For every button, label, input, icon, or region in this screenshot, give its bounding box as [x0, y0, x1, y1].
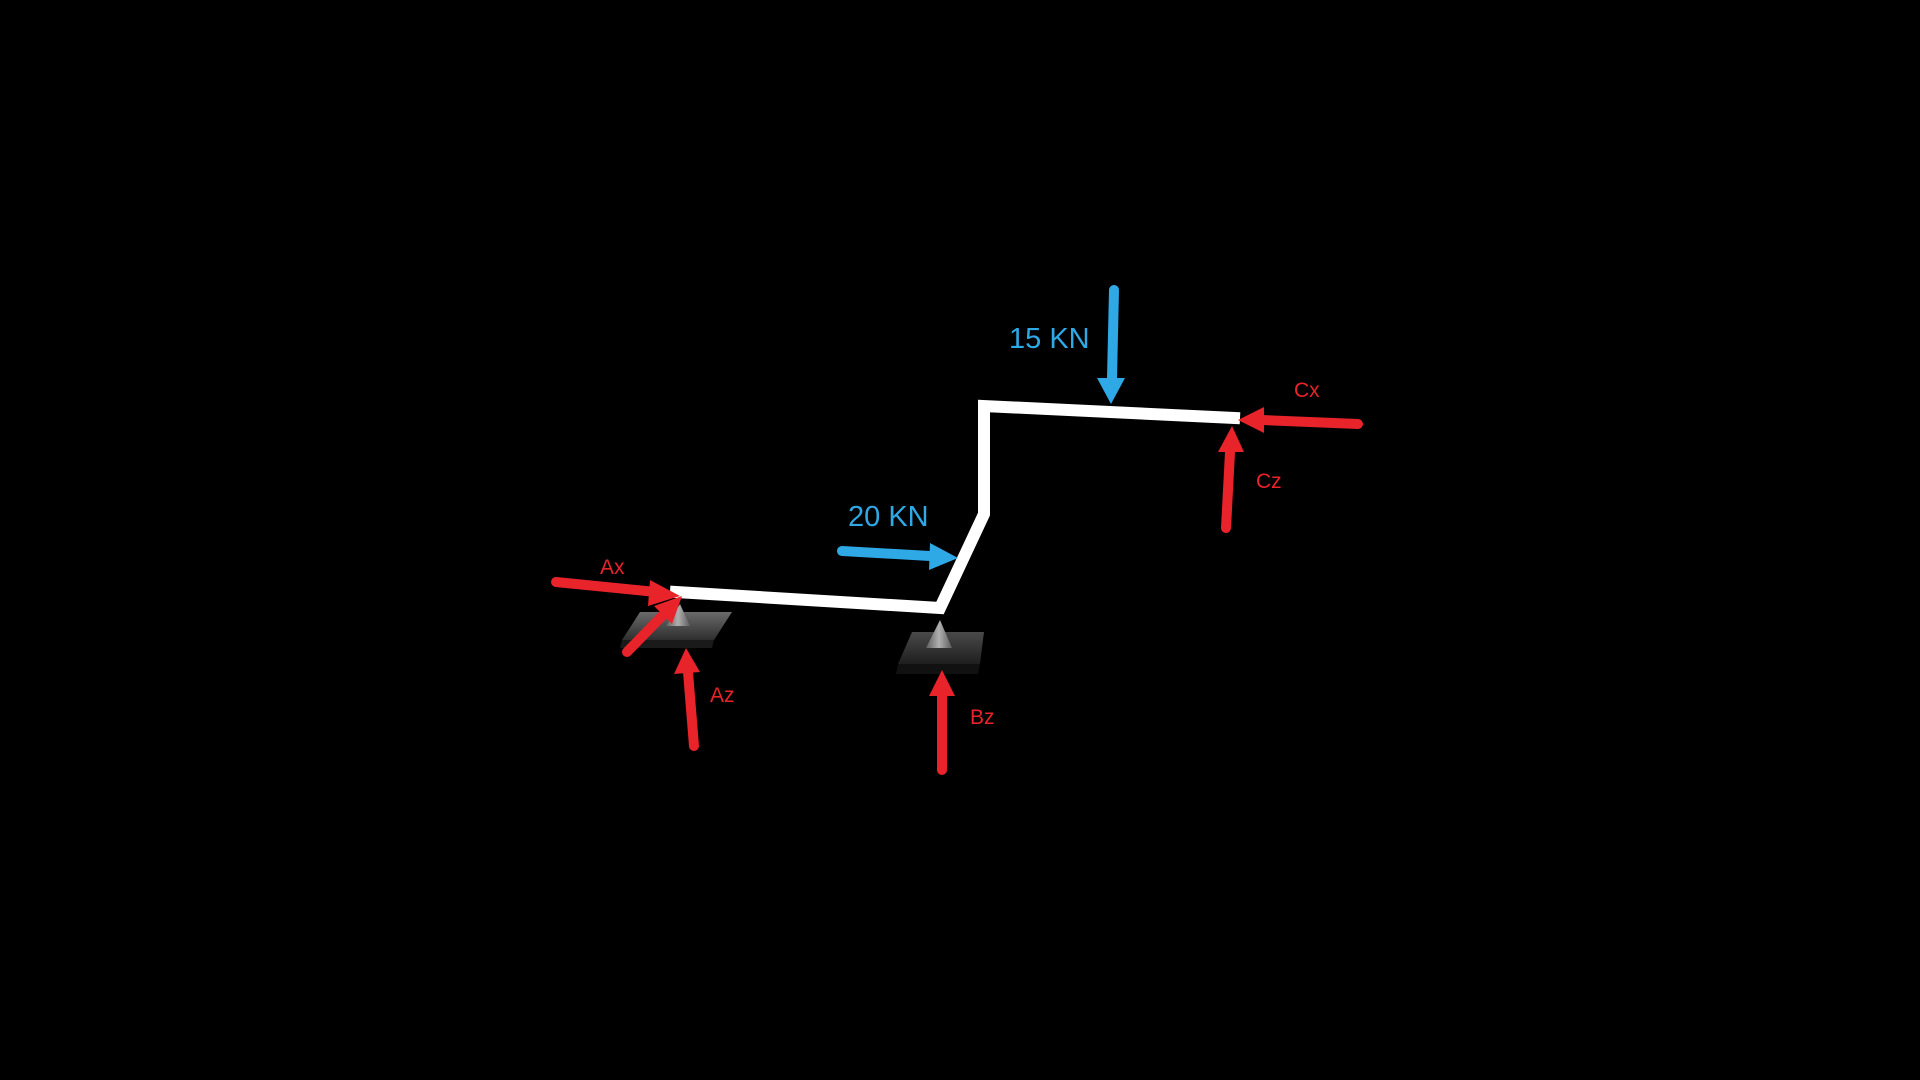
- reaction-bz-label: Bz: [970, 706, 995, 729]
- applied-load-20-arrow: [837, 543, 958, 570]
- applied-load-20-label: 20 KN: [848, 501, 929, 533]
- reaction-cx-label: Cx: [1294, 379, 1320, 402]
- support-b: [896, 620, 984, 674]
- reaction-cx-arrow: [1238, 407, 1363, 433]
- applied-load-15-label: 15 KN: [1009, 323, 1090, 355]
- reaction-cz-arrow: [1218, 426, 1244, 533]
- reaction-ay-arrow: [622, 596, 682, 657]
- reaction-cz-label: Cz: [1256, 470, 1282, 493]
- beam: [669, 399, 1241, 615]
- reaction-ax-arrow: [551, 577, 680, 606]
- support-b-plate-edge: [896, 664, 980, 674]
- support-b-cone: [926, 620, 952, 648]
- reaction-az-label: Az: [710, 684, 735, 707]
- applied-load-15-arrow: [1097, 285, 1125, 404]
- reaction-az-arrow: [674, 648, 700, 751]
- reaction-ax-label: Ax: [600, 556, 625, 579]
- reaction-bz-arrow: [929, 670, 955, 775]
